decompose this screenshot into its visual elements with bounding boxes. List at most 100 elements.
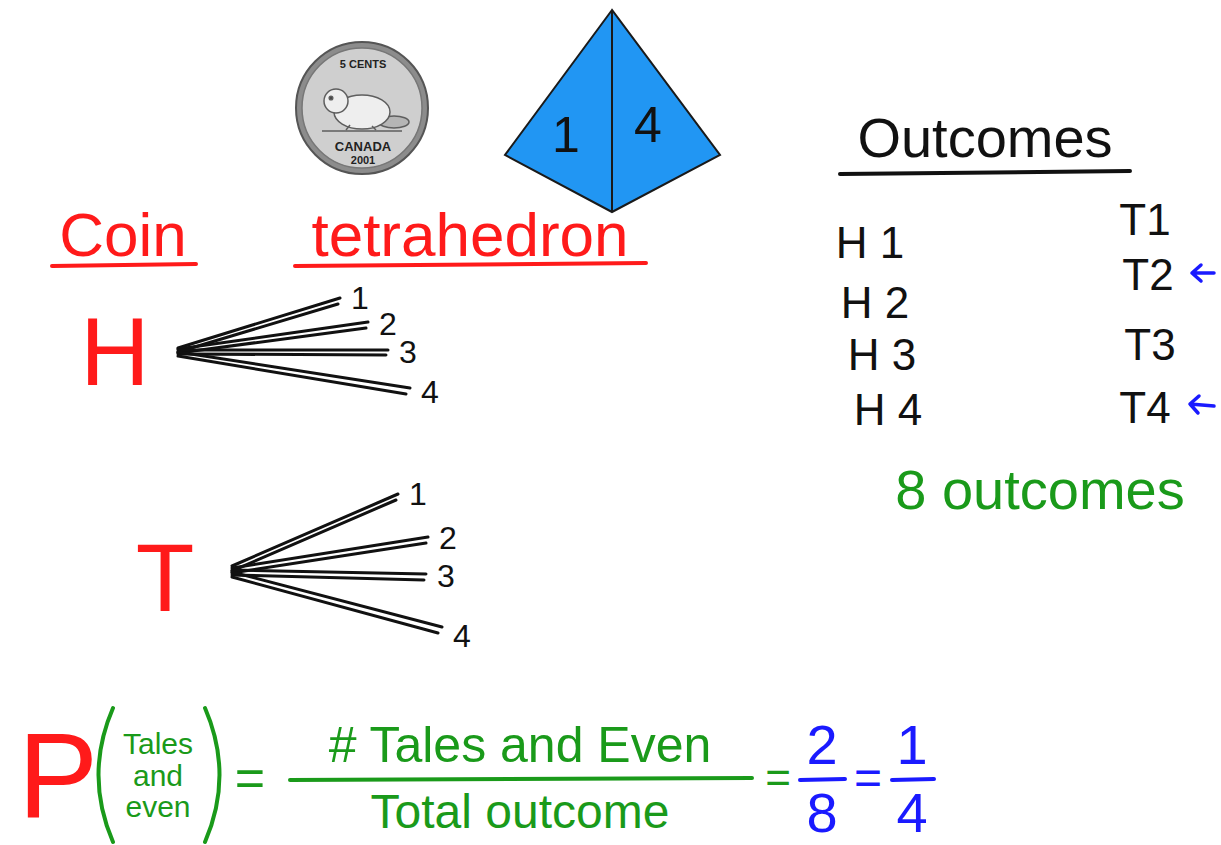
- denominator-text: Total outcome: [371, 788, 670, 836]
- label-anchor: 2: [379, 308, 397, 340]
- label-anchor: Total outcome: [371, 788, 670, 836]
- label-anchor: T: [136, 530, 195, 626]
- event-text: Tales and even: [123, 728, 193, 823]
- label-anchor: H 2: [841, 281, 909, 325]
- beaver-figure: [322, 89, 409, 131]
- branch-number: 2: [379, 308, 397, 340]
- coin-year: 2001: [351, 155, 375, 166]
- outcome-item: T3: [1124, 323, 1175, 367]
- beaver-eye: [329, 96, 333, 100]
- face-number: 4: [634, 100, 662, 150]
- label-anchor: 2: [806, 717, 837, 773]
- label-anchor: Coin: [59, 204, 187, 266]
- outcomes-underline: [840, 171, 1130, 174]
- branch-number: 1: [409, 478, 427, 510]
- outcome-count: 8 outcomes: [895, 462, 1185, 518]
- equals-sign: =: [765, 756, 791, 800]
- label-anchor: # Tales and Even: [329, 720, 712, 770]
- fraction-bar: [290, 778, 752, 780]
- right-parenthesis: [205, 708, 220, 842]
- outcome-item: H 4: [854, 388, 922, 432]
- log-line: [322, 130, 402, 132]
- tree-branch: [178, 298, 340, 352]
- coin-face: [302, 48, 422, 168]
- tree-branch: [232, 572, 442, 633]
- label-anchor: 4: [634, 100, 662, 150]
- pointer-arrow: [1190, 396, 1214, 413]
- tetrahedron-edge: [611, 10, 613, 212]
- label-anchor: T1: [1119, 198, 1170, 242]
- outcome-item: T2: [1122, 253, 1173, 297]
- branch-number: 4: [453, 620, 471, 652]
- outcome-item: T4: [1119, 386, 1170, 430]
- label-anchor: 8 outcomes: [895, 462, 1185, 518]
- label-anchor: T3: [1124, 323, 1175, 367]
- label-anchor: 1: [351, 282, 369, 314]
- outcome-item: H 2: [841, 281, 909, 325]
- coin-result: T: [136, 530, 195, 626]
- label-anchor: 4: [453, 620, 471, 652]
- outcome-item: T1: [1119, 198, 1170, 242]
- fraction-bar: [892, 779, 934, 780]
- label-anchor: H: [80, 304, 149, 400]
- coin-picture: [296, 42, 428, 174]
- label-anchor: CANADA: [335, 140, 391, 153]
- label-anchor: 2: [439, 522, 457, 554]
- label-anchor: 3: [437, 560, 455, 592]
- tree-branches-t: [232, 494, 442, 633]
- denominator-number: 8: [806, 785, 837, 841]
- label-anchor: T4: [1119, 386, 1170, 430]
- tree-branch: [178, 322, 368, 353]
- list-heading: Outcomes: [857, 110, 1112, 166]
- left-parenthesis: [99, 708, 114, 842]
- branch-number: 3: [437, 560, 455, 592]
- tree-branch: [178, 352, 410, 394]
- underlines: [52, 171, 1130, 266]
- numerator-text: # Tales and Even: [329, 720, 712, 770]
- label-anchor: H 1: [836, 221, 904, 265]
- formula-marks: [99, 708, 935, 842]
- label-anchor: T2: [1122, 253, 1173, 297]
- branch-number: 2: [439, 522, 457, 554]
- label-anchor: =: [854, 754, 882, 802]
- label-anchor: H 4: [854, 388, 922, 432]
- label-anchor: =: [765, 756, 791, 800]
- tree-branches-h: [178, 298, 410, 394]
- branch-number: 3: [399, 336, 417, 368]
- label-anchor: 2001: [351, 155, 375, 166]
- label-anchor: 4: [896, 785, 927, 841]
- tetrahedron-outline: [505, 10, 720, 212]
- column-heading: Coin: [59, 204, 187, 266]
- label-anchor: 8: [806, 785, 837, 841]
- label-anchor: Tales and even: [123, 728, 193, 823]
- beaver-legs: [346, 125, 376, 130]
- label-anchor: H 3: [848, 333, 916, 377]
- branch-number: 4: [421, 376, 439, 408]
- probability-symbol: P: [18, 715, 98, 835]
- tetrahedron-picture: [505, 10, 720, 212]
- outcome-item: H 3: [848, 333, 916, 377]
- label-anchor: tetrahedron: [311, 204, 628, 266]
- label-anchor: P: [18, 715, 98, 835]
- label-anchor: 4: [421, 376, 439, 408]
- coin-inscription: 5 CENTS: [340, 59, 386, 70]
- label-anchor: 1: [552, 110, 580, 160]
- outcome-item: H 1: [836, 221, 904, 265]
- pointer-arrow: [1192, 265, 1214, 281]
- tree-branch: [232, 537, 428, 573]
- fraction-bar: [800, 779, 845, 780]
- label-anchor: Outcomes: [857, 110, 1112, 166]
- branch-number: 1: [351, 282, 369, 314]
- label-anchor: 3: [399, 336, 417, 368]
- column-heading: tetrahedron: [311, 204, 628, 266]
- tree-branch: [178, 350, 388, 355]
- pointer-arrows: [1190, 265, 1214, 413]
- face-number: 1: [552, 110, 580, 160]
- label-anchor: =: [235, 752, 265, 804]
- numerator-number: 1: [896, 717, 927, 773]
- label-anchor: 5 CENTS: [340, 59, 386, 70]
- equals-sign: =: [854, 754, 882, 802]
- label-anchor: 1: [896, 717, 927, 773]
